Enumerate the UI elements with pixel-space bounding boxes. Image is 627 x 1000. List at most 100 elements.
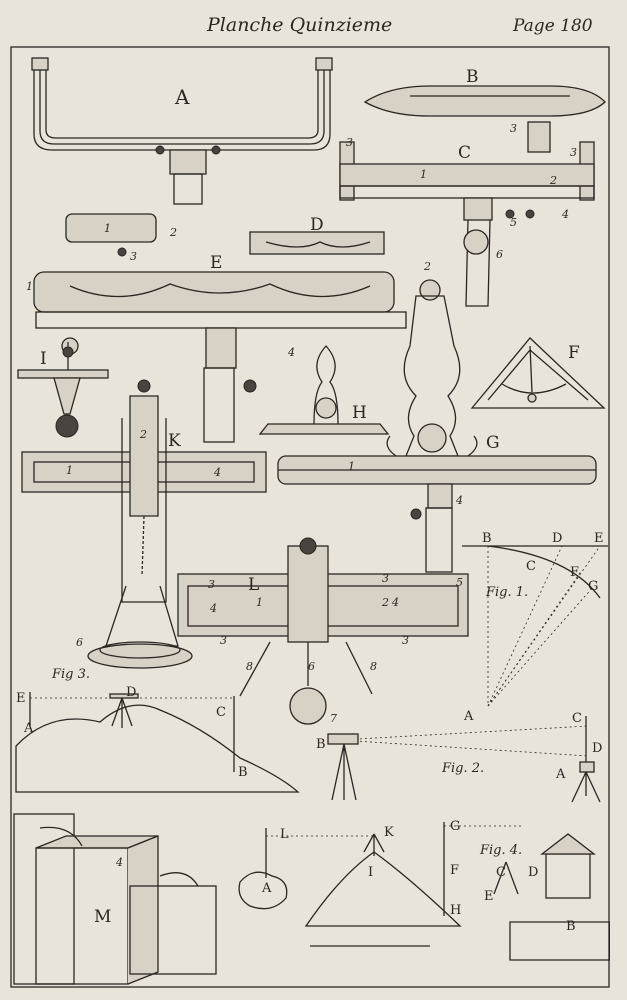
fig4-label-a: A xyxy=(261,881,272,896)
tube-number-3: 3 xyxy=(130,250,137,263)
fig4-label-g: G xyxy=(450,819,460,834)
fig3-label-b: B xyxy=(238,765,248,780)
c-number-3-top: 3 xyxy=(510,122,517,135)
fig1-label-e: E xyxy=(594,531,604,546)
instrument-e xyxy=(33,271,407,443)
label-b: B xyxy=(466,67,479,87)
k-number-2: 2 xyxy=(139,428,147,441)
fig1-label-c: C xyxy=(526,559,536,574)
l-number-3-right: 3 xyxy=(382,572,389,585)
page-number: Page 180 xyxy=(513,16,593,36)
instrument-k xyxy=(21,379,267,669)
instrument-a xyxy=(31,57,333,205)
l-number-1: 1 xyxy=(256,596,263,609)
label-c: C xyxy=(458,143,471,163)
k-number-4: 4 xyxy=(213,466,221,479)
l-number-5: 5 xyxy=(456,576,463,589)
fig1-caption: Fig. 1. xyxy=(485,585,528,600)
l-number-6: 6 xyxy=(308,660,315,673)
fig4-label-l: L xyxy=(280,827,289,842)
l-number-3-bottom-right: 3 xyxy=(402,634,409,647)
g-number-4: 4 xyxy=(455,494,463,507)
fig4-label-f: F xyxy=(450,863,459,878)
fig1-label-a: A xyxy=(463,709,474,724)
fig1-label-g: G xyxy=(588,579,598,594)
instrument-g-column xyxy=(386,279,478,457)
fig3-label-d: D xyxy=(126,685,136,700)
c-number-5: 5 xyxy=(510,216,517,229)
l-number-2: 2 xyxy=(381,596,389,609)
instrument-h xyxy=(258,345,390,435)
label-g: G xyxy=(486,433,500,453)
fig4-label-h: H xyxy=(450,903,461,918)
fig3-label-a: A xyxy=(23,721,34,736)
label-m: M xyxy=(94,907,111,927)
tube-number-1: 1 xyxy=(104,222,111,235)
plate-border xyxy=(10,46,610,988)
fig4-label-i: I xyxy=(368,865,373,880)
fig4-label-k: K xyxy=(384,825,394,840)
l-number-4-left: 4 xyxy=(209,602,217,615)
small-tube xyxy=(65,213,157,257)
label-i: I xyxy=(40,349,47,369)
instrument-b xyxy=(363,85,606,117)
figure-4-landscape xyxy=(238,822,610,961)
c-number-1: 1 xyxy=(420,168,427,181)
l-number-3-left: 3 xyxy=(208,578,215,591)
l-number-3-bottom-left: 3 xyxy=(220,634,227,647)
k-number-1: 1 xyxy=(66,464,73,477)
instrument-i xyxy=(17,342,109,438)
l-number-8-right: 8 xyxy=(370,660,377,673)
fig2-caption: Fig. 2. xyxy=(441,761,484,776)
fig2-label-d: D xyxy=(592,741,602,756)
k-number-6: 6 xyxy=(76,636,83,649)
label-a: A xyxy=(174,85,190,109)
l-number-4-right: 4 xyxy=(391,596,399,609)
instrument-d xyxy=(249,231,385,255)
label-k: K xyxy=(168,431,181,451)
fig1-label-f: F xyxy=(570,565,579,580)
plate-svg: A B C 3 1 3 3 2 4 5 6 1 2 3 D xyxy=(10,46,610,988)
fig4-label-d: D xyxy=(528,865,538,880)
instrument-f xyxy=(470,337,606,409)
instrument-g-telescope xyxy=(277,455,597,573)
fig4-label-b: B xyxy=(566,919,576,934)
c-number-2: 2 xyxy=(549,174,557,187)
m-number-4: 4 xyxy=(115,856,123,869)
e-number-4: 4 xyxy=(287,346,295,359)
figure-3-landscape xyxy=(15,692,300,793)
instrument-l xyxy=(177,537,469,725)
c-number-3-left: 3 xyxy=(346,136,353,149)
fig4-label-c: C xyxy=(496,865,506,880)
l-number-8-left: 8 xyxy=(246,660,253,673)
label-h: H xyxy=(352,403,367,423)
fig4-label-e: E xyxy=(484,889,494,904)
fig1-label-b: B xyxy=(482,531,492,546)
label-l: L xyxy=(248,575,259,595)
fig3-caption: Fig 3. xyxy=(51,667,90,682)
c-number-4: 4 xyxy=(561,208,569,221)
fig3-label-e: E xyxy=(16,691,26,706)
fig2-label-c: C xyxy=(572,711,582,726)
g-number-1: 1 xyxy=(348,460,355,473)
figure-1-diagram xyxy=(462,545,608,707)
tube-number-2: 2 xyxy=(169,226,177,239)
c-number-3-right: 3 xyxy=(570,146,577,159)
g-number-2: 2 xyxy=(423,260,431,273)
engraved-plate: A B C 3 1 3 3 2 4 5 6 1 2 3 D xyxy=(10,46,610,988)
l-number-7: 7 xyxy=(330,712,337,725)
fig1-label-d: D xyxy=(552,531,562,546)
e-number-1: 1 xyxy=(26,280,33,293)
instrument-c xyxy=(339,121,595,307)
label-d: D xyxy=(310,215,324,235)
label-f: F xyxy=(568,343,580,363)
fig2-label-b: B xyxy=(316,737,326,752)
label-e: E xyxy=(210,253,222,273)
fig3-label-c: C xyxy=(216,705,226,720)
figure-2-sighting xyxy=(327,716,601,803)
fig4-caption: Fig. 4. xyxy=(479,843,522,858)
instrument-m xyxy=(13,813,217,985)
c-number-6: 6 xyxy=(496,248,503,261)
page-title: Planche Quinzieme xyxy=(207,14,393,36)
fig2-label-a: A xyxy=(555,767,566,782)
